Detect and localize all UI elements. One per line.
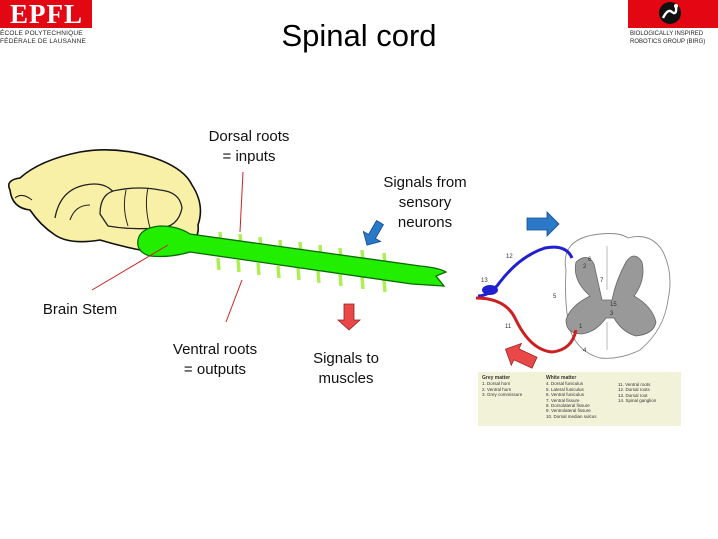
dorsal-leader-line: [239, 171, 244, 233]
ventral-leader-line: [225, 279, 243, 323]
brain-fold-line: [69, 204, 91, 221]
brain-fold-line: [54, 183, 119, 219]
legend-item: 8. Dorsolateral fissure: [546, 403, 590, 409]
cs-number: 2: [583, 264, 587, 270]
legend-item: 12. Dorsal roots: [618, 387, 650, 393]
epfl-logo-word: EPFL: [10, 0, 84, 29]
legend-item: 5. Lateral funiculus: [546, 386, 584, 392]
legend-item: 4. Dorsal funiculus: [546, 381, 584, 387]
input-arrow-icon: [526, 211, 560, 237]
legend-item: 9. Ventrolateral fissure: [546, 408, 591, 414]
sensory-label-line2: sensory: [398, 194, 452, 211]
muscles-label: Signals to muscles: [296, 349, 396, 389]
legend-item: 3. Grey commissure: [482, 392, 523, 398]
legend-header: Grey matter: [482, 375, 511, 381]
legend-col-grey: Grey matter 1. Dorsal horn 2. Ventral ho…: [482, 375, 523, 398]
legend-header: White matter: [546, 375, 577, 381]
sensory-label-line3: neurons: [397, 214, 453, 231]
output-arrow-icon: [504, 342, 538, 369]
birg-logo-line1: BIOLOGICALLY INSPIRED: [630, 31, 704, 37]
legend-item: 14. Spinal ganglion: [618, 398, 657, 404]
birg-logo-line2: ROBOTICS GROUP (BIRG): [630, 39, 706, 45]
cs-number: 11: [505, 324, 512, 330]
muscles-label-line1: Signals to: [313, 350, 379, 367]
cs-number: 13: [481, 278, 488, 284]
ventral-roots-label-line2: = outputs: [183, 361, 247, 378]
dorsal-roots-label-line1: Dorsal roots: [208, 128, 290, 145]
cross-section-legend: Grey matter 1. Dorsal horn 2. Ventral ho…: [478, 372, 681, 426]
legend-item: 1. Dorsal horn: [482, 381, 511, 387]
brainstem-leader-line: [91, 244, 169, 291]
epfl-logo-line2: FÉDÉRALE DE LAUSANNE: [0, 38, 86, 45]
legend-item: 7. Ventral fissure: [546, 397, 580, 403]
sensory-arrow-icon: [362, 220, 385, 246]
cerebellum-shape: [99, 187, 183, 230]
legend-item: 10. Dorsal median sulcus: [546, 413, 597, 419]
cs-number: 7: [600, 278, 604, 284]
brain-fold-line: [14, 194, 33, 201]
legend-item: 13. Dorsal root: [618, 392, 648, 398]
brain-fold-line: [145, 187, 151, 229]
gray-matter-shape: [565, 255, 657, 337]
ventral-root-nerve: [475, 296, 578, 354]
sensory-label: Signals from sensory neurons: [370, 173, 480, 233]
legend-item: 6. Ventral funiculus: [546, 392, 585, 398]
ventral-roots: [216, 257, 387, 293]
cs-number: 5: [553, 294, 557, 300]
cs-number: 12: [506, 254, 513, 260]
brain-stem-label: Brain Stem: [42, 301, 118, 318]
ventral-roots-label-line1: Ventral roots: [172, 341, 258, 358]
muscles-label-line2: muscles: [318, 370, 374, 387]
cs-number: 1: [579, 324, 583, 330]
legend-item: 11. Ventral roots: [618, 382, 651, 387]
cross-section-numbers: 12 13 11 1 2 3 4 5 6 7 15: [481, 254, 617, 354]
muscle-arrow-icon: [336, 303, 362, 331]
spinal-cord-shape: [137, 225, 448, 287]
spinal-ganglion: [482, 285, 498, 295]
dorsal-roots-label: Dorsal roots = inputs: [190, 127, 308, 167]
page-title: Spinal cord: [281, 18, 437, 53]
ventral-roots-label: Ventral roots = outputs: [156, 340, 274, 380]
epfl-logo-background: [0, 0, 92, 28]
legend-col-roots: 11. Ventral roots 12. Dorsal roots 13. D…: [618, 382, 656, 404]
cs-number: 3: [610, 311, 614, 317]
sensory-label-line1: Signals from: [383, 174, 467, 191]
cs-number: 6: [588, 257, 592, 263]
cs-number: 4: [583, 348, 587, 354]
spinal-cross-section: [475, 233, 671, 359]
legend-col-white: White matter 4. Dorsal funiculus 5. Late…: [546, 375, 597, 419]
epfl-logo-line1: ÉCOLE POLYTECHNIQUE: [0, 30, 83, 37]
cs-number: 15: [610, 302, 617, 308]
legend-item: 2. Ventral horn: [482, 386, 512, 392]
dorsal-roots-label-line2: = inputs: [222, 148, 276, 165]
brain-fold-line: [123, 189, 129, 227]
salamander-logo-icon: [659, 2, 681, 24]
